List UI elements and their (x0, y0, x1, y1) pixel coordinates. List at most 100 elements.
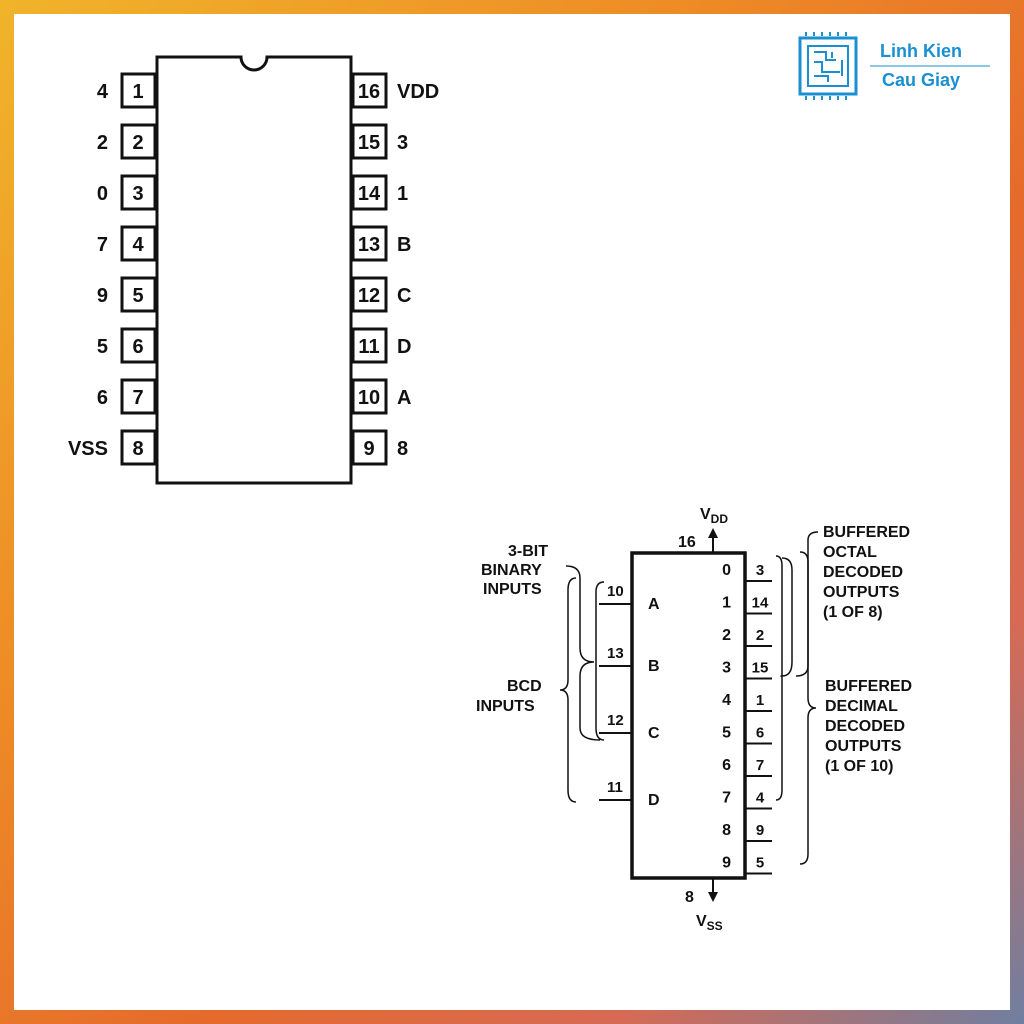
pin-number: 8 (132, 438, 143, 460)
input-pin-number: 10 (607, 583, 624, 600)
pin-box (351, 174, 388, 211)
pin-label: 2 (97, 132, 108, 154)
output-name: 0 (722, 562, 731, 579)
chip-icon (798, 32, 858, 100)
pin-number: 16 (358, 81, 380, 103)
pin-number: 10 (358, 387, 380, 409)
output-name: 3 (722, 660, 731, 677)
output-pin-number: 5 (756, 855, 764, 872)
octal-bracket (781, 557, 793, 677)
svg-text:DECIMAL: DECIMAL (825, 698, 898, 715)
decimal-output-label: BUFFERED DECIMAL DECODED OUTPUTS (1 OF 1… (825, 678, 912, 775)
output-pin-number: 6 (756, 725, 764, 742)
pin-box (351, 72, 388, 109)
pin-box (120, 225, 157, 262)
pin-box (351, 276, 388, 313)
binary-brace (565, 565, 601, 741)
input-name: B (648, 658, 660, 675)
vdd-label: VDD (700, 506, 728, 526)
output-pin-number: 9 (756, 822, 764, 839)
svg-text:BUFFERED: BUFFERED (825, 678, 912, 695)
svg-text:INPUTS: INPUTS (476, 698, 535, 715)
pin-number: 15 (358, 132, 380, 154)
svg-text:(1 OF 8): (1 OF 8) (823, 604, 883, 621)
pin-number: 13 (358, 234, 380, 256)
logic-block (630, 551, 747, 880)
pin-box (351, 225, 388, 262)
brand-logo: Linh Kien Cau Giay (798, 32, 990, 100)
output-name: 8 (722, 822, 731, 839)
binary-bracket (595, 581, 605, 741)
pin-label: 5 (97, 336, 108, 358)
output-pin-number: 3 (756, 562, 764, 579)
svg-text:OUTPUTS: OUTPUTS (823, 584, 900, 601)
pin-number: 14 (358, 183, 381, 205)
input-pin-number: 12 (607, 712, 624, 729)
pin-number: 1 (132, 81, 143, 103)
pin-box (120, 276, 157, 313)
pin-number: 5 (132, 285, 143, 307)
bcd-input-label: BCD INPUTS (476, 678, 542, 715)
binary-input-label: 3-BIT BINARY INPUTS (481, 543, 548, 598)
pin-box (120, 327, 157, 364)
octal-outputs-bracket (775, 555, 783, 801)
output-name: 4 (722, 692, 731, 709)
pin-box (351, 123, 388, 160)
input-pins: 10A 13B 12C 11D (599, 583, 660, 809)
pin-label: 1 (397, 183, 408, 205)
pin-number: 4 (132, 234, 144, 256)
svg-text:OUTPUTS: OUTPUTS (825, 738, 902, 755)
pin-label: 4 (97, 81, 109, 103)
input-name: C (648, 725, 660, 742)
pin-number: 7 (132, 387, 143, 409)
svg-text:3-BIT: 3-BIT (508, 543, 548, 560)
pin-label: 6 (97, 387, 108, 409)
svg-text:(1 OF 10): (1 OF 10) (825, 758, 893, 775)
pin-label: 0 (97, 183, 108, 205)
output-pin-number: 4 (756, 790, 765, 807)
octal-brace (795, 531, 819, 677)
input-name: A (648, 596, 660, 613)
vss-arrow-icon (708, 892, 718, 902)
pin-box (351, 429, 388, 466)
output-name: 2 (722, 627, 731, 644)
output-pin-number: 14 (752, 595, 769, 612)
output-name: 6 (722, 757, 731, 774)
svg-text:DECODED: DECODED (825, 718, 905, 735)
output-pin-number: 7 (756, 757, 764, 774)
output-pin-number: 1 (756, 692, 764, 709)
vdd-arrow-icon (708, 528, 718, 538)
svg-text:BINARY: BINARY (481, 562, 542, 579)
pin-box (120, 72, 157, 109)
svg-text:BUFFERED: BUFFERED (823, 524, 910, 541)
pin-label: 9 (97, 285, 108, 307)
pin-label: 3 (397, 132, 408, 154)
input-pin-number: 13 (607, 645, 624, 662)
octal-output-label: BUFFERED OCTAL DECODED OUTPUTS (1 OF 8) (823, 524, 910, 621)
pin-number: 6 (132, 336, 143, 358)
pin-label: D (397, 336, 411, 358)
svg-text:OCTAL: OCTAL (823, 544, 877, 561)
pin-number: 11 (358, 336, 379, 358)
pin-box (120, 174, 157, 211)
pin-label: B (397, 234, 411, 256)
input-pin-number: 11 (607, 779, 623, 796)
vss-label: VSS (696, 913, 723, 933)
logo-line-2: Cau Giay (882, 70, 960, 90)
input-name: D (648, 792, 660, 809)
output-name: 7 (722, 790, 731, 807)
output-name: 1 (722, 595, 731, 612)
pin-label: VSS (68, 438, 108, 460)
pin-number: 3 (132, 183, 143, 205)
pin-label: VDD (397, 81, 439, 103)
pin-box (120, 429, 157, 466)
pin-label: 8 (397, 438, 408, 460)
pin-number: 9 (363, 438, 374, 460)
pin-label: A (397, 387, 411, 409)
